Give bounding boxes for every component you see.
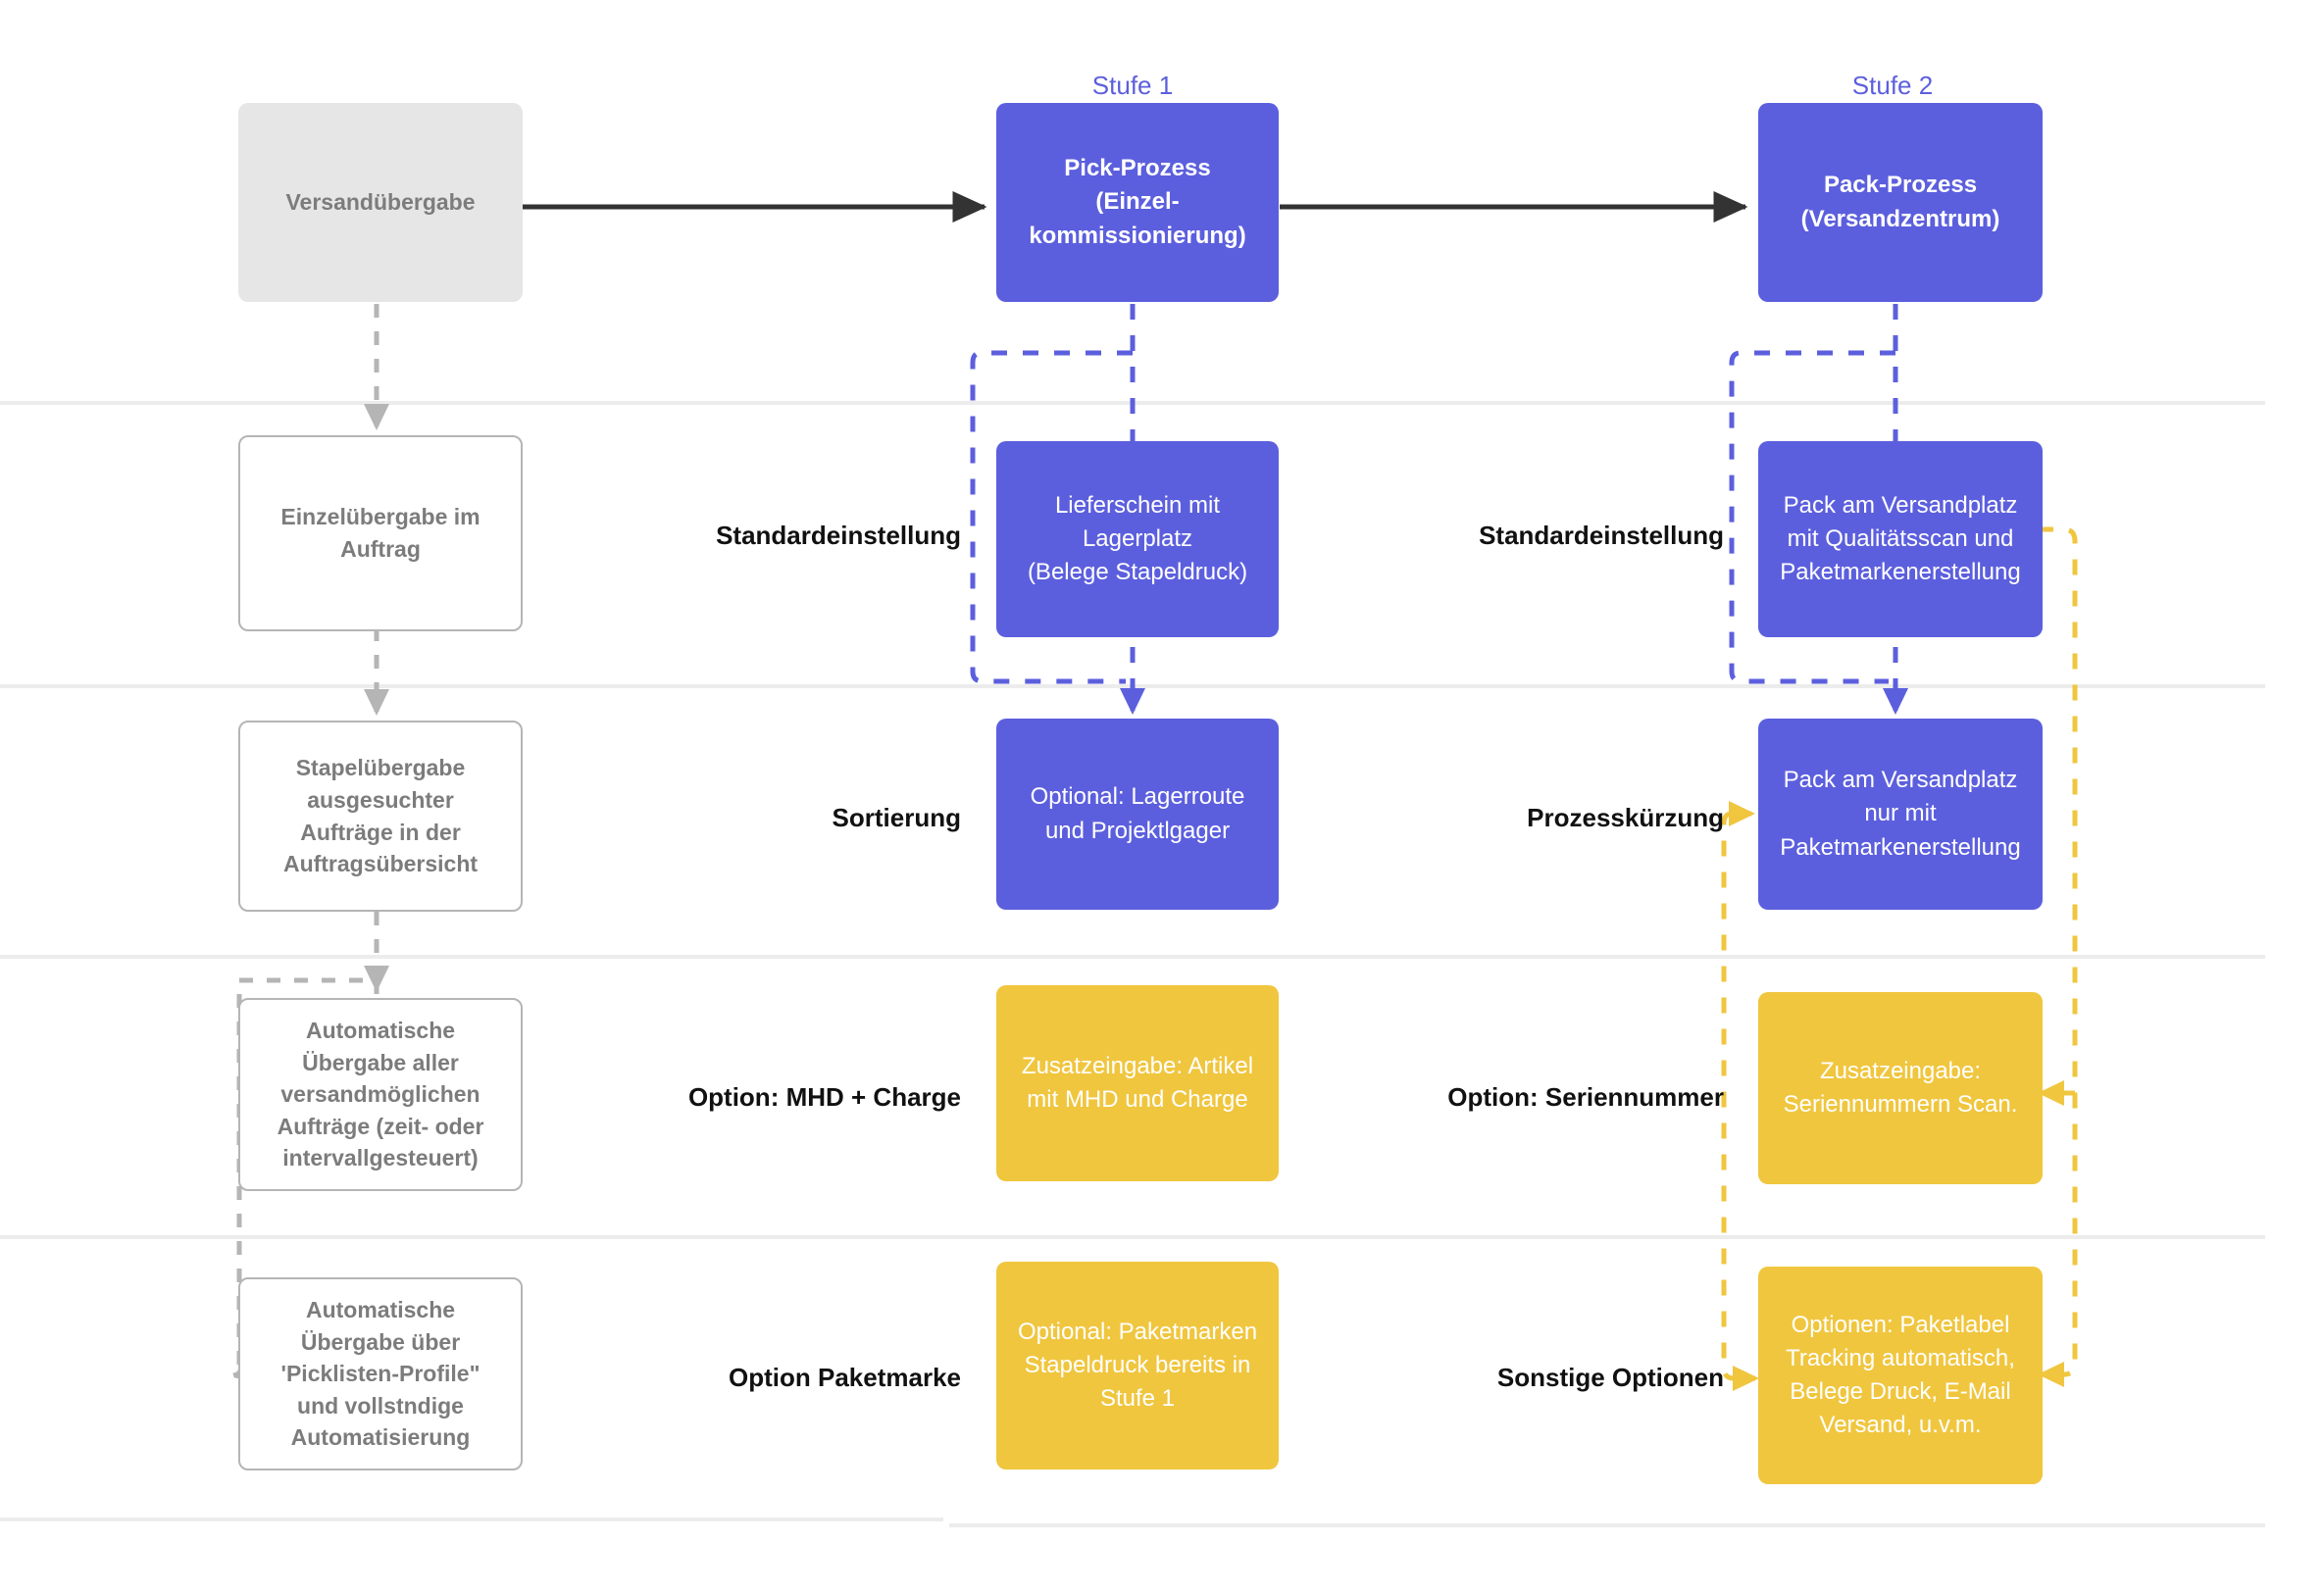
- node-label: Automatische Übergabe über 'Picklisten-P…: [280, 1296, 480, 1451]
- stage-label-1: Stufe 1: [1091, 71, 1174, 100]
- stage-label-2: Stufe 2: [1851, 71, 1934, 100]
- row-label-3-left: Option: MHD + Charge: [687, 1082, 961, 1112]
- node-label: Versandübergabe: [285, 189, 476, 216]
- node-row1-left[interactable]: Einzelübergabe im Auftrag: [238, 435, 523, 631]
- row-label-4-right: Sonstige Optionen: [1496, 1363, 1724, 1392]
- node-pack-prozess[interactable]: Pack-Prozess (Versandzentrum): [1758, 103, 2043, 302]
- node-label: Zusatzeingabe: Seriennummern Scan.: [1783, 1057, 2018, 1118]
- row-label-4-left: Option Paketmarke: [729, 1363, 961, 1392]
- node-label: Pick-Prozess (Einzel- kommissionierung): [1029, 155, 1246, 249]
- node-row3-mid[interactable]: Zusatzeingabe: Artikel mit MHD und Charg…: [996, 985, 1279, 1181]
- node-row3-left[interactable]: Automatische Übergabe aller versandmögli…: [238, 998, 523, 1191]
- node-label: Pack am Versandplatz nur mit Paketmarken…: [1780, 767, 2021, 861]
- node-label: Stapelübergabe ausgesuchter Aufträge in …: [282, 755, 479, 877]
- row-label-2-left: Sortierung: [832, 803, 961, 832]
- node-label: Zusatzeingabe: Artikel mit MHD und Charg…: [1021, 1052, 1254, 1113]
- options-dashed-path: [1721, 526, 2078, 1381]
- row-label-1-left: Standardeinstellung: [716, 521, 961, 550]
- node-row3-right[interactable]: Zusatzeingabe: Seriennummern Scan.: [1758, 992, 2043, 1184]
- node-pick-prozess[interactable]: Pick-Prozess (Einzel- kommissionierung): [996, 103, 1279, 302]
- node-versanduebergabe[interactable]: Versandübergabe: [238, 103, 523, 302]
- row-label-2-right: Prozesskürzung: [1527, 803, 1724, 832]
- node-label: Optional: Lagerroute und Projektlgager: [1030, 783, 1245, 844]
- node-label: Lieferschein mit Lagerplatz (Belege Stap…: [1027, 491, 1248, 586]
- row-label-3-right: Option: Seriennummer: [1447, 1082, 1724, 1112]
- row-label-1-right: Standardeinstellung: [1479, 521, 1724, 550]
- node-label: Automatische Übergabe aller versandmögli…: [277, 1017, 484, 1171]
- node-row2-mid[interactable]: Optional: Lagerroute und Projektlgager: [996, 719, 1279, 910]
- node-label: Optionen: Paketlabel Tracking automatisc…: [1786, 1311, 2015, 1439]
- node-row2-right[interactable]: Pack am Versandplatz nur mit Paketmarken…: [1758, 719, 2043, 910]
- node-label: Einzelübergabe im Auftrag: [280, 504, 480, 562]
- node-row4-right[interactable]: Optionen: Paketlabel Tracking automatisc…: [1758, 1267, 2043, 1484]
- node-label: Pack-Prozess (Versandzentrum): [1800, 172, 2000, 232]
- node-row2-left[interactable]: Stapelübergabe ausgesuchter Aufträge in …: [238, 721, 523, 912]
- node-row1-right[interactable]: Pack am Versandplatz mit Qualitätsscan u…: [1758, 441, 2043, 637]
- node-row1-mid[interactable]: Lieferschein mit Lagerplatz (Belege Stap…: [996, 441, 1279, 637]
- node-label: Pack am Versandplatz mit Qualitätsscan u…: [1780, 491, 2021, 586]
- node-row4-mid[interactable]: Optional: Paketmarken Stapeldruck bereit…: [996, 1262, 1279, 1469]
- node-label: Optional: Paketmarken Stapeldruck bereit…: [1017, 1318, 1258, 1413]
- node-row4-left[interactable]: Automatische Übergabe über 'Picklisten-P…: [238, 1277, 523, 1470]
